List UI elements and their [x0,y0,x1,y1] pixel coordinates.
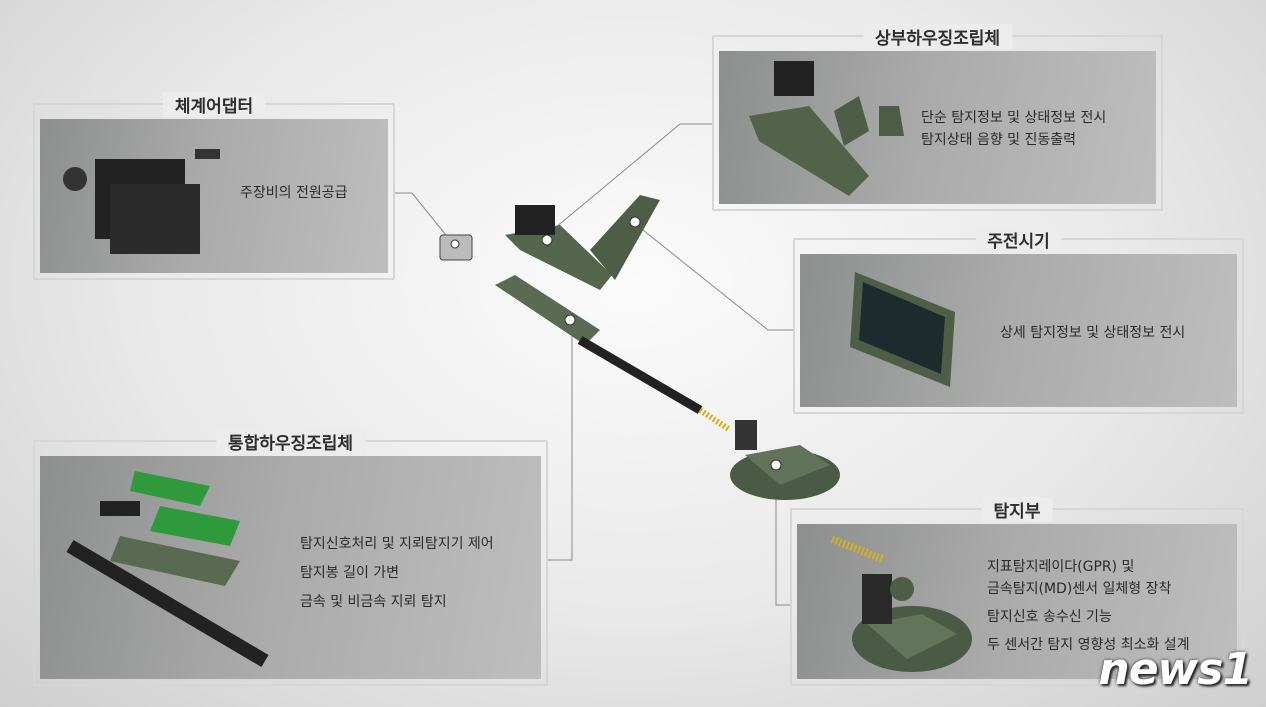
integrated-housing-illustration [66,471,269,668]
panel-adapter: 주장비의 전원공급 체계어댑터 [33,92,395,280]
adapter-desc: 주장비의 전원공급 [240,185,348,201]
adapter-illustration [63,149,220,254]
detector-head-part [730,420,840,500]
connector-detector [775,468,790,606]
panel-detector: 지표탐지레이다(GPR) 및 금속탐지(MD)센서 일체형 장착 탐지신호 송수… [790,497,1244,686]
panel-main-display: 상세 탐지정보 및 상태정보 전시 주전시기 [793,227,1244,414]
connector-adapter [395,192,451,241]
connector-upper-housing [554,123,712,229]
integrated-housing-desc-1: 탐지신호처리 및 지뢰탐지기 제어 [300,536,494,552]
panel-title-detector: 탐지부 [981,497,1053,522]
panel-upper-housing-body: 단순 탐지정보 및 상태정보 전시 탐지상태 음향 및 진동출력 [719,51,1156,204]
panel-adapter-body: 주장비의 전원공급 [40,119,388,273]
integrated-housing-desc-2: 탐지봉 길이 가변 [300,565,400,581]
upper-housing-desc-1: 단순 탐지정보 및 상태정보 전시 [921,110,1107,126]
panel-title-upper-housing: 상부하우징조립체 [862,24,1013,49]
detector-illustration [830,535,972,672]
upper-housing-illustration [749,61,904,196]
detector-desc-1: 지표탐지레이다(GPR) 및 [987,559,1135,575]
panel-title-integrated-housing: 통합하우징조립체 [215,429,366,454]
integrated-housing-desc-3: 금속 및 비금속 지뢰 탐지 [300,594,447,610]
panel-upper-housing: 단순 탐지정보 및 상태정보 전시 탐지상태 음향 및 진동출력 상부하우징조립… [712,24,1163,211]
detector-desc-4: 두 센서간 탐지 영향성 최소화 설계 [987,637,1190,653]
upper-housing-desc-2: 탐지상태 음향 및 진동출력 [921,132,1077,148]
main-display-illustration [850,272,955,387]
panel-main-display-body: 상세 탐지정보 및 상태정보 전시 [800,254,1237,407]
main-display-desc: 상세 탐지정보 및 상태정보 전시 [1000,325,1186,341]
connector-main-display [637,225,793,331]
panel-integrated-housing-body: 탐지신호처리 및 지뢰탐지기 제어 탐지봉 길이 가변 금속 및 비금속 지뢰 … [40,456,541,679]
panel-title-adapter: 체계어댑터 [162,92,266,117]
panel-integrated-housing: 탐지신호처리 및 지뢰탐지기 제어 탐지봉 길이 가변 금속 및 비금속 지뢰 … [33,429,548,686]
panel-detector-body: 지표탐지레이다(GPR) 및 금속탐지(MD)센서 일체형 장착 탐지신호 송수… [797,524,1237,679]
detector-desc-3: 탐지신호 송수신 기능 [987,609,1112,625]
integrated-housing-part [495,275,732,433]
connector-integrated-housing [548,322,573,561]
detector-desc-2: 금속탐지(MD)센서 일체형 장착 [987,581,1172,597]
upper-housing-part [505,195,660,290]
panel-title-main-display: 주전시기 [975,227,1062,252]
news1-watermark-logo: news1 [1098,644,1253,695]
